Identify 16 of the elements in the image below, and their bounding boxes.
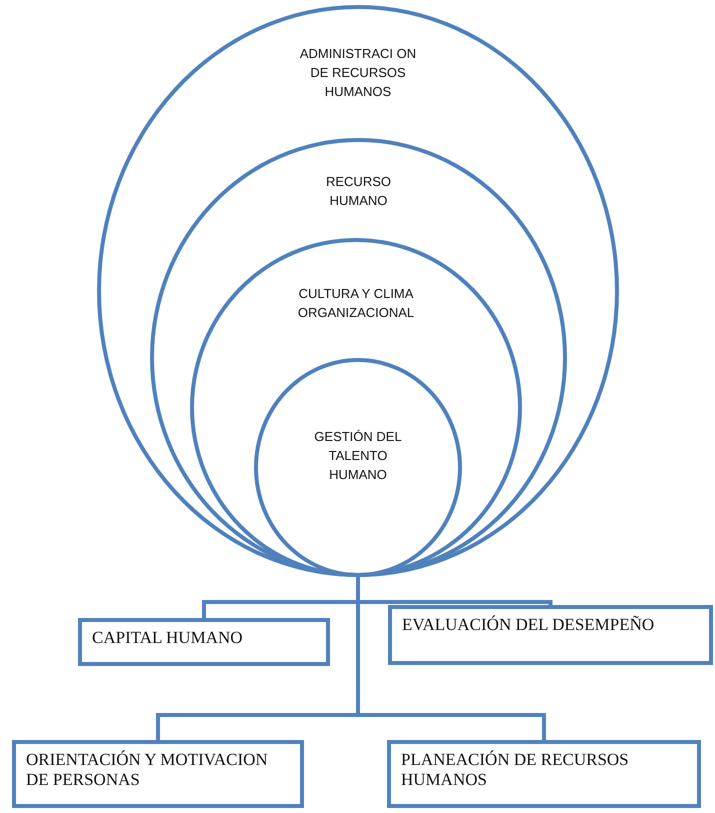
box-label: ORIENTACIÓN Y MOTIVACION DE PERSONAS xyxy=(26,750,269,790)
circle-shape xyxy=(254,358,462,577)
circle-label: ADMINISTRACI ON DE RECURSOS HUMANOS xyxy=(298,45,418,101)
label-box xyxy=(12,740,304,808)
circle-label: GESTIÓN DEL TALENTO HUMANO xyxy=(313,428,403,484)
circle-shape xyxy=(150,138,567,577)
label-box xyxy=(387,740,701,808)
circle-shape xyxy=(97,5,619,577)
box-label: CAPITAL HUMANO xyxy=(92,628,244,648)
circle-label: RECURSO HUMANO xyxy=(324,173,392,210)
label-box xyxy=(388,605,713,665)
box-label: EVALUACIÓN DEL DESEMPEÑO xyxy=(402,615,656,635)
label-box xyxy=(78,618,330,666)
circle-label: CULTURA Y CLIMA ORGANIZACIONAL xyxy=(296,285,416,322)
circle-shape xyxy=(190,238,522,577)
box-label: PLANEACIÓN DE RECURSOS HUMANOS xyxy=(401,750,630,790)
